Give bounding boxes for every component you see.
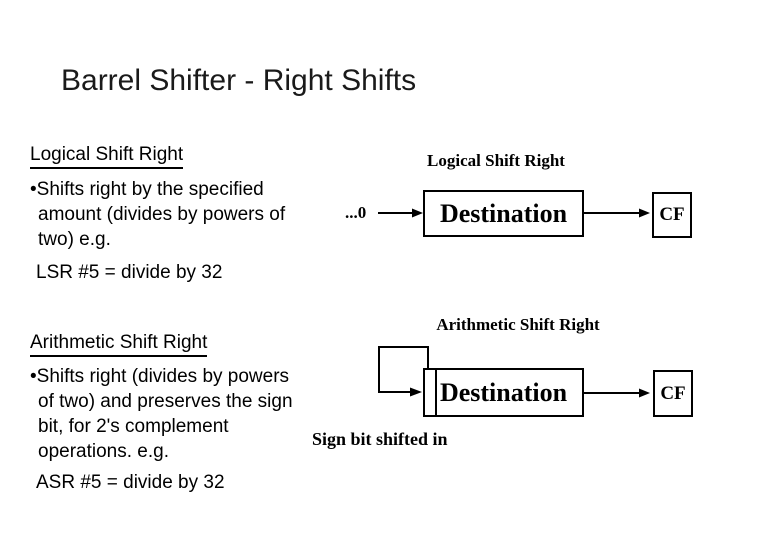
text-line: amount (divides by powers of	[38, 204, 286, 225]
sign-bit-cell-divider	[435, 370, 437, 415]
text-line: two) e.g.	[38, 229, 111, 250]
logical-bullet-paragraph: •Shifts right by the specified amount (d…	[30, 177, 285, 252]
logical-heading-text: Logical Shift Right	[30, 144, 184, 169]
page-title: Barrel Shifter - Right Shifts	[61, 64, 417, 97]
text-line: •Shifts right by the specified	[30, 179, 264, 200]
destination-label: Destination	[439, 377, 568, 407]
arrow-right-icon	[584, 388, 650, 398]
arrow-right-icon	[378, 208, 423, 218]
arrow-right-icon	[584, 208, 650, 218]
text-line: operations. e.g.	[38, 441, 169, 462]
arithmetic-bullet-paragraph: •Shifts right (divides by powers of two)…	[30, 364, 293, 464]
carry-flag-label: CF	[659, 204, 685, 225]
logical-input-bits: ...0	[345, 203, 367, 222]
text-line: •Shifts right (divides by powers	[30, 366, 290, 387]
logical-carry-flag-box: CF	[652, 192, 692, 238]
arithmetic-section-heading: Arithmetic Shift Right	[30, 332, 208, 357]
logical-diagram-label: Logical Shift Right	[427, 151, 565, 170]
carry-flag-label: CF	[660, 382, 686, 404]
text-line: bit, for 2's complement	[38, 416, 229, 437]
asr-example: ASR #5 = divide by 32	[36, 472, 225, 493]
logical-section-heading: Logical Shift Right	[30, 144, 184, 169]
destination-label: Destination	[439, 198, 568, 228]
arithmetic-heading-text: Arithmetic Shift Right	[30, 332, 208, 357]
arithmetic-destination-box: Destination	[423, 368, 584, 417]
sign-bit-feedback-loop-icon	[378, 346, 429, 397]
sign-bit-note: Sign bit shifted in	[312, 429, 448, 449]
arithmetic-carry-flag-box: CF	[653, 370, 693, 417]
text-line: of two) and preserves the sign	[38, 391, 293, 412]
arithmetic-diagram-label: Arithmetic Shift Right	[436, 315, 600, 334]
logical-destination-box: Destination	[423, 190, 584, 237]
lsr-example: LSR #5 = divide by 32	[36, 262, 223, 283]
